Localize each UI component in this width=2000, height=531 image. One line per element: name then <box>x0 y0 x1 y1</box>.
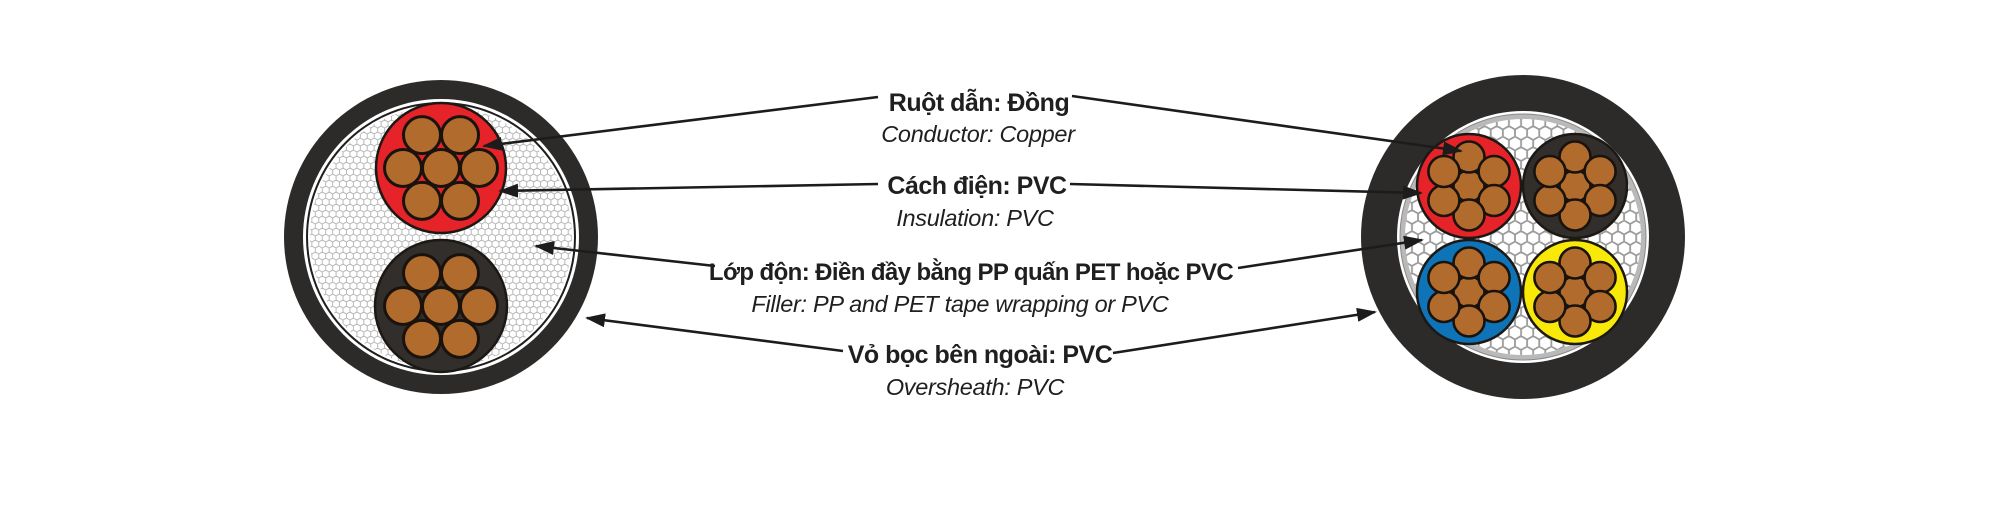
labels: Ruột dẫn: Đồng Conductor: Copper Cách đi… <box>709 87 1234 400</box>
filler-label-vi: Lớp độn: Điền đầy bằng PP quấn PET hoặc … <box>709 258 1233 286</box>
right-core-yellow <box>1521 238 1629 346</box>
left-cable-cross-section <box>284 80 598 394</box>
insulation-label-vi: Cách điện: PVC <box>887 172 1067 200</box>
filler-arrow-right <box>1237 235 1424 270</box>
insulation-arrow-right <box>1069 182 1423 200</box>
right-core-blue <box>1415 238 1523 346</box>
oversheath-label-en: Oversheath: PVC <box>886 374 1066 400</box>
oversheath-label-vi: Vỏ bọc bên ngoài: PVC <box>848 341 1113 369</box>
right-core-red <box>1415 132 1523 240</box>
oversheath-arrow-right <box>1112 307 1377 355</box>
oversheath-arrow-left <box>585 313 844 353</box>
filler-label-en: Filler: PP and PET tape wrapping or PVC <box>751 291 1169 317</box>
left-core-black <box>373 238 509 374</box>
left-core-red <box>374 101 508 235</box>
right-cable-cross-section <box>1361 75 1685 399</box>
insulation-arrow-left <box>498 182 879 198</box>
right-core-black <box>1521 132 1629 240</box>
insulation-label-en: Insulation: PVC <box>896 205 1055 231</box>
conductor-label-en: Conductor: Copper <box>881 121 1076 147</box>
filler-arrow-left <box>534 241 716 268</box>
conductor-arrow-left <box>482 95 879 151</box>
conductor-label-vi: Ruột dẫn: Đồng <box>889 87 1069 117</box>
conductor-arrow-right <box>1071 94 1463 156</box>
leader-lines <box>482 94 1463 355</box>
